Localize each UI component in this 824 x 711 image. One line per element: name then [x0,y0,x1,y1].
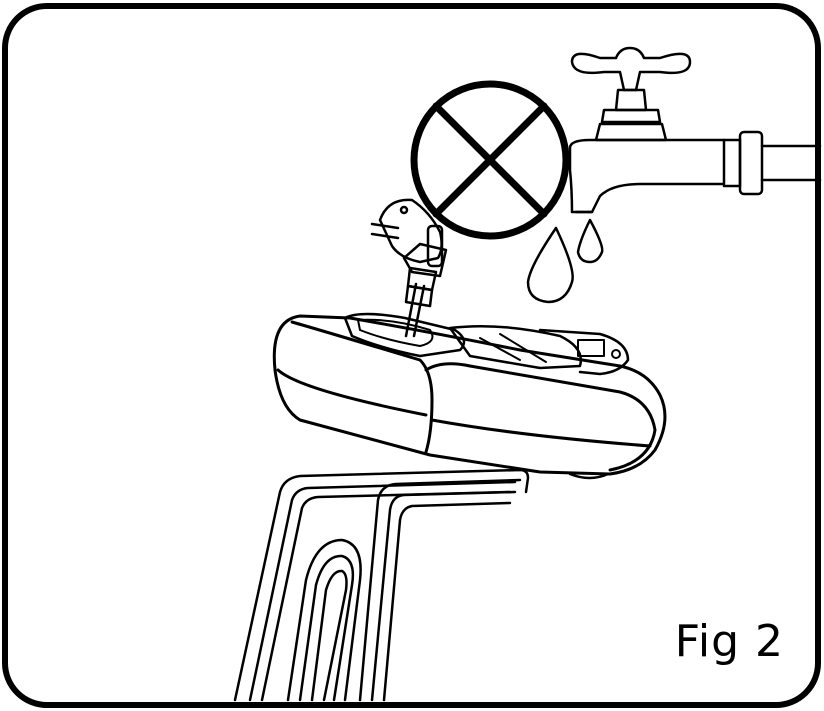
frame-border [2,3,821,708]
figure-label: Fig 2 [674,616,784,667]
water-tap-icon [568,46,822,214]
appliance-base-icon [272,312,667,480]
power-plug-icon [370,198,448,338]
heating-element-icon [233,468,530,702]
prohibition-icon [410,80,570,240]
water-drop-icon [526,218,604,304]
